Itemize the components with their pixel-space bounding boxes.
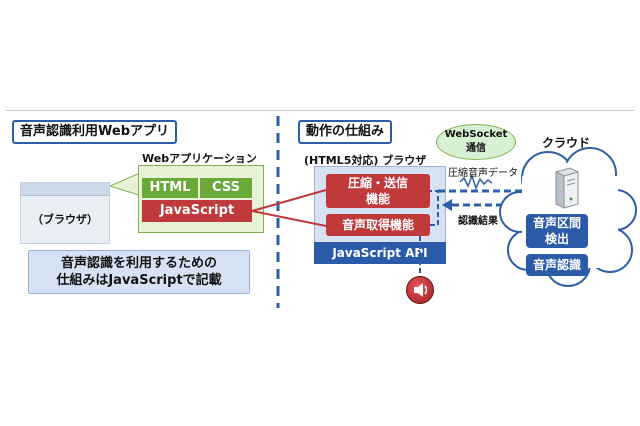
top-rule [6,110,634,111]
html-block: HTML [142,178,198,198]
javascript-block: JavaScript [142,200,252,222]
js-note-box: 音声認識を利用するための 仕組みはJavaScriptで記載 [28,250,250,294]
compress-line2: 機能 [365,192,390,206]
audio-capture-label: 音声取得機能 [341,218,414,232]
compress-send-block: 圧縮・送信 機能 [326,174,430,208]
javascript-api-label: JavaScript API [332,246,428,260]
javascript-api-bar: JavaScript API [314,242,446,264]
css-block: CSS [200,178,252,198]
browser-window: （ブラウザ） [20,182,110,244]
websocket-line1: WebSocket [444,129,508,140]
speaker-icon [406,276,434,304]
js-note-line2: 仕組みはJavaScriptで記載 [56,273,222,288]
voice-detect-block: 音声区間 検出 [526,214,588,248]
detect-line2: 検出 [544,232,569,246]
compressed-audio-label: 圧縮音声データ [448,168,518,179]
compress-line1: 圧縮・送信 [347,176,408,190]
left-section-title: 音声認識利用Webアプリ [12,120,177,144]
webapp-label: Webアプリケーション [142,152,257,165]
cloud-label: クラウド [542,136,591,150]
voice-recognition-label: 音声認識 [532,258,581,272]
audio-capture-block: 音声取得機能 [326,214,430,236]
voice-recognition-block: 音声認識 [526,254,588,276]
html5-browser-label: (HTML5対応) ブラウザ [304,154,427,167]
websocket-line2: 通信 [466,143,486,154]
section-divider [276,116,280,308]
websocket-bubble: WebSocket 通信 [436,124,516,160]
right-section-title: 動作の仕組み [298,120,393,144]
recognition-result-label: 認識結果 [458,216,498,227]
browser-label: （ブラウザ） [32,213,98,226]
html-label: HTML [149,180,191,195]
detect-line1: 音声区間 [532,216,581,230]
server-icon [554,167,580,209]
browser-titlebar [21,183,109,196]
js-note-line1: 音声認識を利用するための [60,256,217,271]
javascript-label: JavaScript [159,203,235,218]
css-label: CSS [212,180,240,195]
